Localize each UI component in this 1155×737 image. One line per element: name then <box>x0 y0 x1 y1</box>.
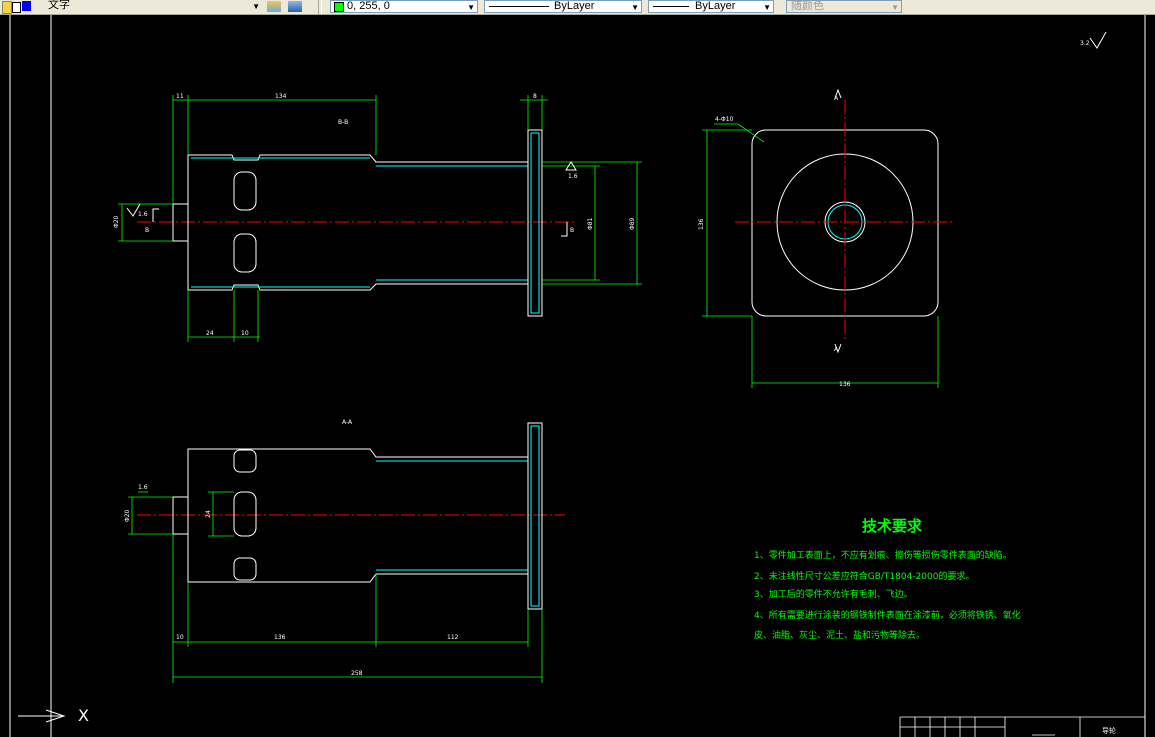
title-block-name: 导轮 <box>1102 726 1116 735</box>
lineweight-dropdown[interactable]: ByLayer ▼ <box>648 0 774 13</box>
section-mark-right <box>561 222 568 237</box>
front-labels: 11 134 8 24 10 Φ20 Φ81 Φ89 B-B B B 1.6 1… <box>113 93 636 337</box>
bottom-view <box>128 422 565 683</box>
dim-bottom-112: 112 <box>447 634 459 641</box>
arrow-top <box>834 88 842 99</box>
front-dimensions <box>118 95 642 342</box>
section-label-bb: B-B <box>338 119 348 126</box>
dim-side-bottom: 136 <box>839 381 851 388</box>
bottom-labels: A-A 10 136 112 258 Φ20 24 1.6 <box>124 419 459 677</box>
technical-requirements: 技术要求 1、零件加工表面上，不应有划痕、擦伤等损伤零件表面的缺陷。 2、未注线… <box>754 517 1021 641</box>
color-swatch-green <box>334 2 344 12</box>
side-labels: 4-Φ10 136 136 A A 3.2 <box>698 40 1090 388</box>
layer-states-icon[interactable] <box>288 1 302 12</box>
color-value: 0, 255, 0 <box>347 0 390 12</box>
title-block <box>899 716 1145 737</box>
crosshair-cursor: X <box>78 706 89 725</box>
top-view-label: A-A <box>342 419 353 426</box>
chevron-down-icon: ▼ <box>763 3 771 12</box>
linetype-dropdown[interactable]: ByLayer ▼ <box>484 0 642 13</box>
dim-bottom-small: 1.6 <box>138 484 148 491</box>
layer-state-icon[interactable] <box>2 1 12 14</box>
chevron-down-icon: ▼ <box>891 3 899 12</box>
layer-color-blue <box>22 1 31 11</box>
dim-bottom-10: 10 <box>176 634 184 641</box>
tech-item-4b: 皮、油脂、灰尘、泥土、盐和污物等除去。 <box>754 629 925 641</box>
tech-item-1: 1、零件加工表面上，不应有划痕、擦伤等损伤零件表面的缺陷。 <box>754 549 1012 561</box>
arrow-bottom <box>834 343 842 354</box>
section-mark-left <box>152 208 159 222</box>
section-letter-a-bottom: A <box>834 346 839 353</box>
roughness-label-left: 1.6 <box>138 211 148 218</box>
chevron-down-icon: ▼ <box>252 2 260 11</box>
front-view <box>118 95 642 342</box>
dim-11: 11 <box>176 93 184 100</box>
tech-item-3: 3、加工后的零件不允许有毛刺、飞边。 <box>754 588 913 600</box>
chevron-down-icon: ▼ <box>631 3 639 12</box>
flange-hatch <box>530 132 540 314</box>
dim-4-phi10: 4-Φ10 <box>715 116 734 123</box>
plotstyle-dropdown[interactable]: 随颜色 ▼ <box>786 0 902 13</box>
dim-bottom-inner: 24 <box>205 510 212 518</box>
dim-134: 134 <box>275 93 287 100</box>
bottom-slot-3 <box>233 557 257 581</box>
dim-bottom-total: 258 <box>351 670 363 677</box>
lineweight-preview <box>653 6 689 7</box>
layer-dropdown[interactable]: 文字 ▼ <box>34 0 262 13</box>
bottom-dimensions <box>128 491 543 683</box>
layer-previous-icon[interactable] <box>267 1 281 12</box>
toolbar-separator <box>318 0 322 14</box>
ucs-icon <box>18 709 66 723</box>
roughness-symbol-left <box>126 203 141 217</box>
section-letter-b-right: B <box>570 227 574 234</box>
section-letter-b-left: B <box>145 227 149 234</box>
properties-toolbar: 文字 ▼ 0, 255, 0 ▼ ByLayer ▼ ByLayer ▼ 随颜色… <box>0 0 1155 15</box>
slot-2 <box>233 233 257 273</box>
section-letter-a-top: A <box>834 95 839 102</box>
dim-right-dia1: Φ81 <box>587 217 594 230</box>
slot-1 <box>233 171 257 211</box>
side-dimensions <box>702 123 939 388</box>
side-view <box>702 31 1107 388</box>
roughness-symbol-right <box>565 161 577 171</box>
flange <box>527 129 543 317</box>
layer-color-swatch <box>12 2 21 13</box>
dim-right-dia2: Φ89 <box>629 217 636 230</box>
main-body-inner <box>191 157 528 288</box>
lineweight-value: ByLayer <box>695 0 736 12</box>
color-dropdown[interactable]: 0, 255, 0 ▼ <box>330 0 478 13</box>
drawing-canvas[interactable]: 11 134 8 24 10 Φ20 Φ81 Φ89 B-B B B 1.6 1… <box>0 15 1155 737</box>
linetype-preview <box>489 6 549 7</box>
bottom-slot-1 <box>233 449 257 473</box>
layer-name: 文字 <box>48 0 70 11</box>
dim-bottom-136: 136 <box>274 634 286 641</box>
dim-24: 24 <box>206 330 214 337</box>
bottom-flange-inner <box>530 425 540 607</box>
dim-8: 8 <box>533 93 537 100</box>
bottom-flange <box>527 422 543 610</box>
tech-item-2: 2、未注线性尺寸公差应符合GB/T1804-2000的要求。 <box>754 570 974 582</box>
tech-title: 技术要求 <box>862 517 923 535</box>
linetype-value: ByLayer <box>554 0 595 12</box>
plotstyle-value: 随颜色 <box>791 0 824 12</box>
dim-bottom-dia: Φ20 <box>124 509 131 522</box>
tech-item-4a: 4、所有需要进行涂装的钢铁制件表面在涂漆前，必须将铁锈、氧化 <box>754 609 1021 621</box>
roughness-symbol-top <box>1089 31 1107 49</box>
chevron-down-icon: ▼ <box>467 3 475 12</box>
roughness-label-right: 1.6 <box>568 173 578 180</box>
dim-side-left: 136 <box>698 218 705 230</box>
dim-left-dia: Φ20 <box>113 215 120 228</box>
bottom-body-inner <box>376 460 528 571</box>
bottom-slot-2 <box>233 491 257 537</box>
roughness-label-top: 3.2 <box>1080 40 1090 47</box>
dim-10: 10 <box>241 330 249 337</box>
